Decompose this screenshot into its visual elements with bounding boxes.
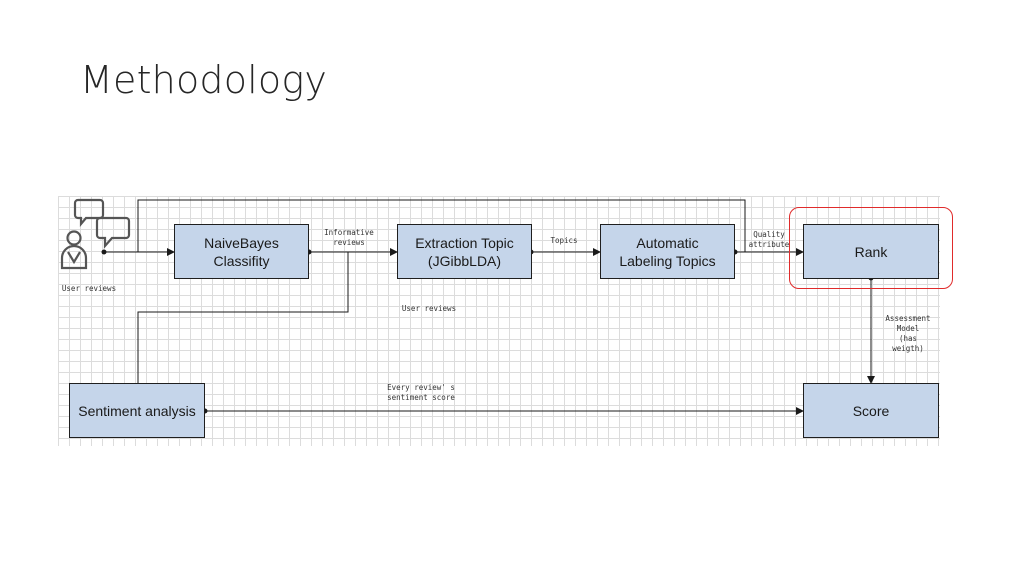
automatic-labeling-node: Automatic Labeling Topics	[600, 224, 735, 279]
rank-node: Rank	[803, 224, 939, 279]
user-reviews-label: User reviews	[61, 284, 117, 293]
sentiment-score-label: Every review' s sentiment score	[387, 383, 455, 402]
sentiment-analysis-node: Sentiment analysis	[69, 383, 205, 438]
page-title: Methodology	[80, 58, 328, 102]
score-node: Score	[803, 383, 939, 438]
naivebayes-node: NaiveBayes Classifity	[174, 224, 309, 279]
quality-attribute-label: Quality attribute	[748, 230, 790, 249]
user-reviews-mid-label: User reviews	[401, 304, 457, 313]
informative-reviews-label: Informative reviews	[324, 228, 374, 247]
assessment-model-label: Assessment Model (has weigth)	[885, 314, 931, 353]
user-speech-bubbles-icon	[60, 198, 131, 270]
topics-label: Topics	[550, 236, 578, 245]
extraction-topic-node: Extraction Topic (JGibbLDA)	[397, 224, 532, 279]
rank-highlight	[789, 207, 953, 289]
